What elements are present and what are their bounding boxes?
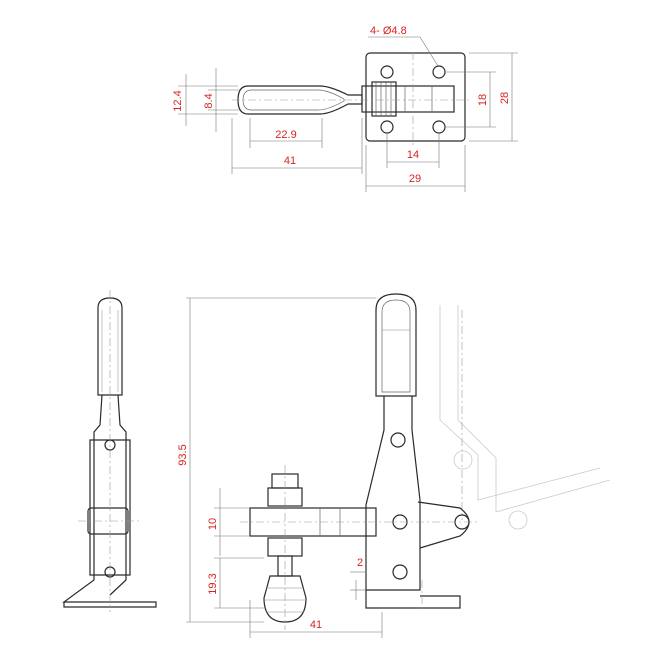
link-arm	[417, 501, 470, 549]
mount-hole	[380, 120, 394, 134]
handle-loop-top	[237, 85, 363, 115]
handle-loop-inner	[242, 89, 345, 111]
base-front	[365, 590, 461, 609]
dim-hole-spacing-x: 14	[407, 149, 419, 161]
mount-hole	[432, 120, 446, 134]
dim-handle-length: 41	[284, 155, 296, 167]
dim-base-height: 28	[499, 92, 511, 104]
handle-lever-front	[365, 396, 421, 591]
dim-base-width: 29	[409, 173, 421, 185]
mount-hole	[380, 65, 394, 79]
dim-overall-height: 93.5	[177, 444, 189, 465]
dim-grip-length: 22.9	[275, 129, 296, 141]
top-view: 12.4 8.4 22.9 41 14 29 18 28 4- Ø4.8	[172, 25, 518, 192]
spindle-nut-top	[371, 81, 397, 117]
front-view: 93.5 10 19.3 2 41	[177, 293, 611, 638]
dim-reach: 41	[310, 619, 322, 631]
base-plate-top	[365, 52, 466, 142]
dim-arm-thickness: 10	[207, 518, 219, 530]
pivot-low	[392, 564, 408, 580]
dim-grip-inner: 8.4	[203, 93, 215, 108]
linkage-side	[89, 439, 131, 576]
dim-holes-callout: 4- Ø4.8	[370, 25, 407, 37]
dim-offset: 2	[357, 557, 363, 569]
side-view	[62, 290, 157, 612]
dim-grip-outer: 12.4	[172, 90, 184, 111]
ghost-handle	[439, 305, 611, 513]
mount-hole	[432, 65, 446, 79]
spindle-body-top	[361, 85, 455, 113]
dim-hole-spacing-y: 18	[477, 94, 489, 106]
handle-shank-side	[62, 394, 157, 608]
handle-grip-front	[375, 293, 417, 397]
pivot-top	[390, 432, 406, 448]
handle-grip-side	[97, 297, 123, 396]
dim-spindle-height: 19.3	[207, 573, 219, 594]
